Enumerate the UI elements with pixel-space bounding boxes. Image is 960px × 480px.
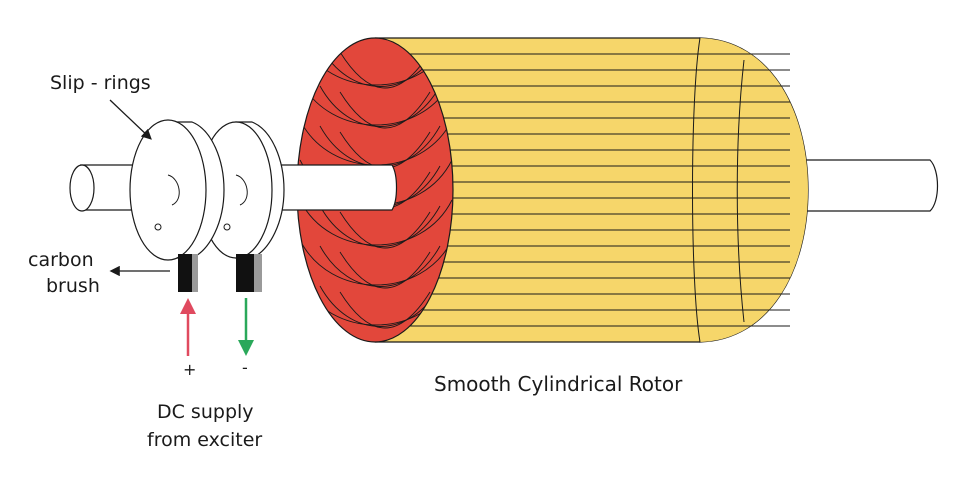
carbon-brush-positive — [178, 254, 198, 292]
carbon-label: carbon — [28, 249, 94, 271]
dc-supply-label: DC supply — [157, 401, 254, 423]
negative-supply-arrow — [238, 298, 254, 356]
plus-label: + — [183, 360, 196, 379]
positive-supply-arrow — [180, 298, 196, 356]
slip-rings-pointer — [109, 99, 152, 140]
minus-label: - — [242, 358, 248, 377]
from-exciter-label: from exciter — [147, 429, 262, 451]
slip-rings-label: Slip - rings — [50, 72, 151, 94]
carbon-brush-negative — [236, 254, 262, 292]
rotor-title: Smooth Cylindrical Rotor — [434, 372, 683, 396]
brush-label: brush — [46, 275, 100, 297]
right-shaft — [789, 159, 939, 212]
slip-ring-1 — [129, 119, 225, 261]
